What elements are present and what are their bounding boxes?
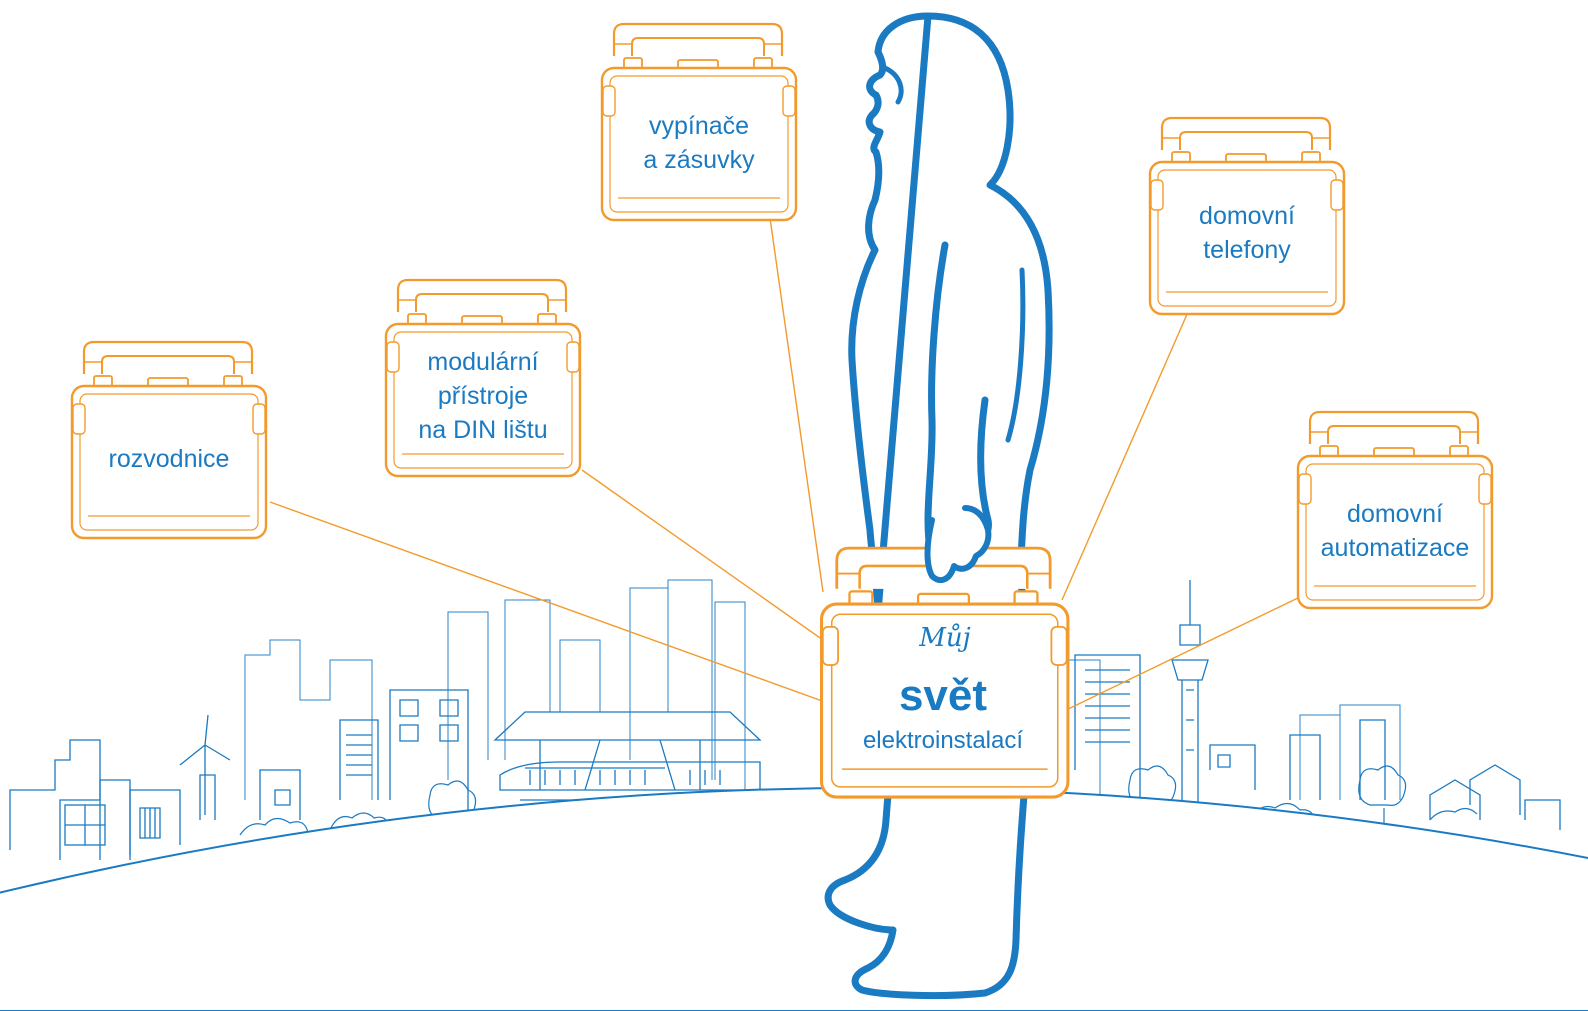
case-label-automatizace-1: domovní bbox=[1347, 500, 1443, 528]
case-label-telefony-1: domovní bbox=[1199, 202, 1295, 230]
brand-subtitle: elektroinstalací bbox=[863, 727, 1023, 754]
case-modularni-pristroje: modulární přístroje na DIN lištu bbox=[384, 278, 582, 478]
brand-muj: Můj bbox=[918, 623, 970, 653]
connector-automatizace bbox=[1061, 595, 1303, 713]
case-rozvodnice: rozvodnice bbox=[70, 340, 268, 540]
person-arm-inner bbox=[1005, 267, 1026, 443]
case-label-modularni-3: na DIN lištu bbox=[418, 416, 547, 444]
person-hand bbox=[924, 505, 992, 584]
brand-svet: svět bbox=[899, 671, 987, 720]
case-label-vypinace-1: vypínače bbox=[649, 112, 749, 140]
case-domovni-telefony: domovní telefony bbox=[1148, 116, 1346, 316]
case-label-rozvodnice-1: rozvodnice bbox=[109, 445, 230, 473]
case-label-vypinace-2: a zásuvky bbox=[643, 146, 755, 174]
case-label-modularni-2: přístroje bbox=[438, 382, 528, 410]
person-silhouette bbox=[824, 12, 1053, 1000]
connector-lines bbox=[269, 217, 1303, 713]
case-domovni-automatizace: domovní automatizace bbox=[1296, 410, 1494, 610]
case-label-modularni-1: modulární bbox=[427, 348, 538, 376]
center-brand: Můj svět elektroinstalací bbox=[863, 623, 1023, 754]
connector-rozvodnice bbox=[269, 501, 826, 703]
case-label-telefony-2: telefony bbox=[1203, 236, 1291, 264]
connector-telefony bbox=[1061, 311, 1189, 601]
person-head-detail bbox=[882, 65, 904, 105]
connector-vypinace bbox=[769, 217, 824, 593]
case-label-automatizace-2: automatizace bbox=[1321, 534, 1470, 562]
ground-arc bbox=[0, 786, 1588, 1011]
case-vypinace-zasuvky: vypínače a zásuvky bbox=[600, 22, 798, 222]
connector-modularni bbox=[581, 469, 824, 641]
